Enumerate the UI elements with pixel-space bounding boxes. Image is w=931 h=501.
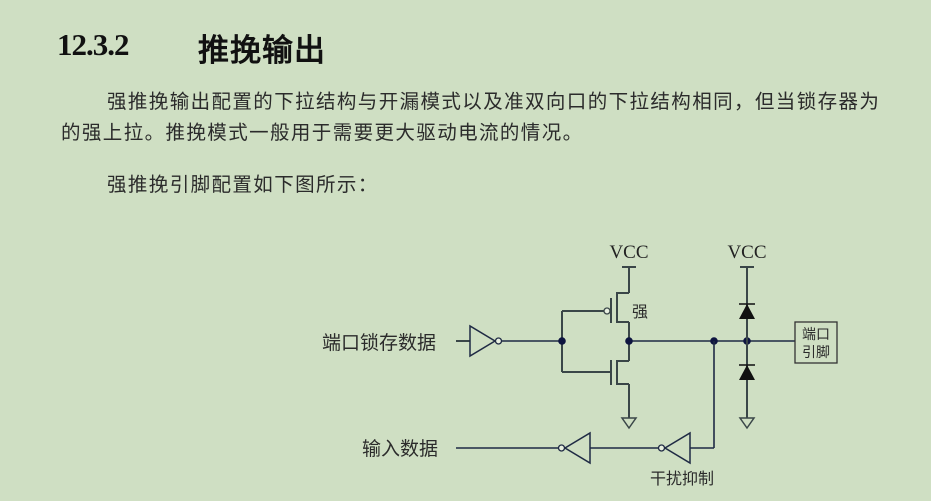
paragraph-line-2: 的强上拉。推挽模式一般用于需要更大驱动电流的情况。 bbox=[61, 121, 584, 144]
lower-clamp-diode bbox=[739, 364, 755, 380]
nmos-transistor bbox=[610, 360, 629, 385]
inverter-bubble bbox=[657, 444, 666, 452]
upper-clamp-diode bbox=[739, 303, 755, 319]
input-inverter bbox=[557, 431, 591, 465]
diode-triangle bbox=[739, 304, 755, 319]
pmos-channel bbox=[616, 292, 629, 323]
pin-label-line1: 端口 bbox=[802, 327, 830, 343]
paragraph-line-1: 强推挽输出配置的下拉结构与开漏模式以及准双向口的下拉结构相同，但当锁存器为 bbox=[107, 90, 881, 113]
inverter-triangle bbox=[663, 431, 691, 465]
pin-box-border bbox=[794, 321, 838, 364]
nmos-channel bbox=[616, 360, 629, 385]
port-pin-box: 端口 引脚 bbox=[794, 321, 838, 364]
strong-label: 强 bbox=[632, 302, 648, 321]
section-title: 推挽输出 bbox=[198, 33, 326, 69]
pin-label-line2: 引脚 bbox=[802, 345, 830, 361]
section-number: 12.3.2 bbox=[57, 27, 129, 62]
paragraph-figure-intro: 强推挽引脚配置如下图所示： bbox=[107, 173, 379, 196]
input-data-label: 输入数据 bbox=[362, 438, 438, 460]
latch-data-label: 端口锁存数据 bbox=[322, 332, 436, 354]
inverter-triangle bbox=[563, 431, 591, 465]
inverter-bubble bbox=[557, 444, 566, 452]
inverter-triangle bbox=[469, 324, 497, 358]
glitch-filter-label: 干扰抑制 bbox=[650, 469, 714, 488]
pmos-gate-bubble bbox=[603, 307, 611, 315]
ground-icon-left bbox=[620, 417, 638, 430]
diode-triangle bbox=[739, 365, 755, 380]
vcc-label-right: VCC bbox=[727, 242, 766, 263]
ground-icon-right bbox=[738, 417, 756, 430]
output-inverter bbox=[469, 324, 503, 358]
inverter-bubble bbox=[494, 337, 503, 345]
glitch-filter-inverter bbox=[657, 431, 691, 465]
vcc-label-left: VCC bbox=[609, 242, 648, 263]
gate-junction-node bbox=[558, 337, 566, 345]
output-node bbox=[625, 337, 633, 345]
pmos-transistor bbox=[603, 292, 629, 323]
